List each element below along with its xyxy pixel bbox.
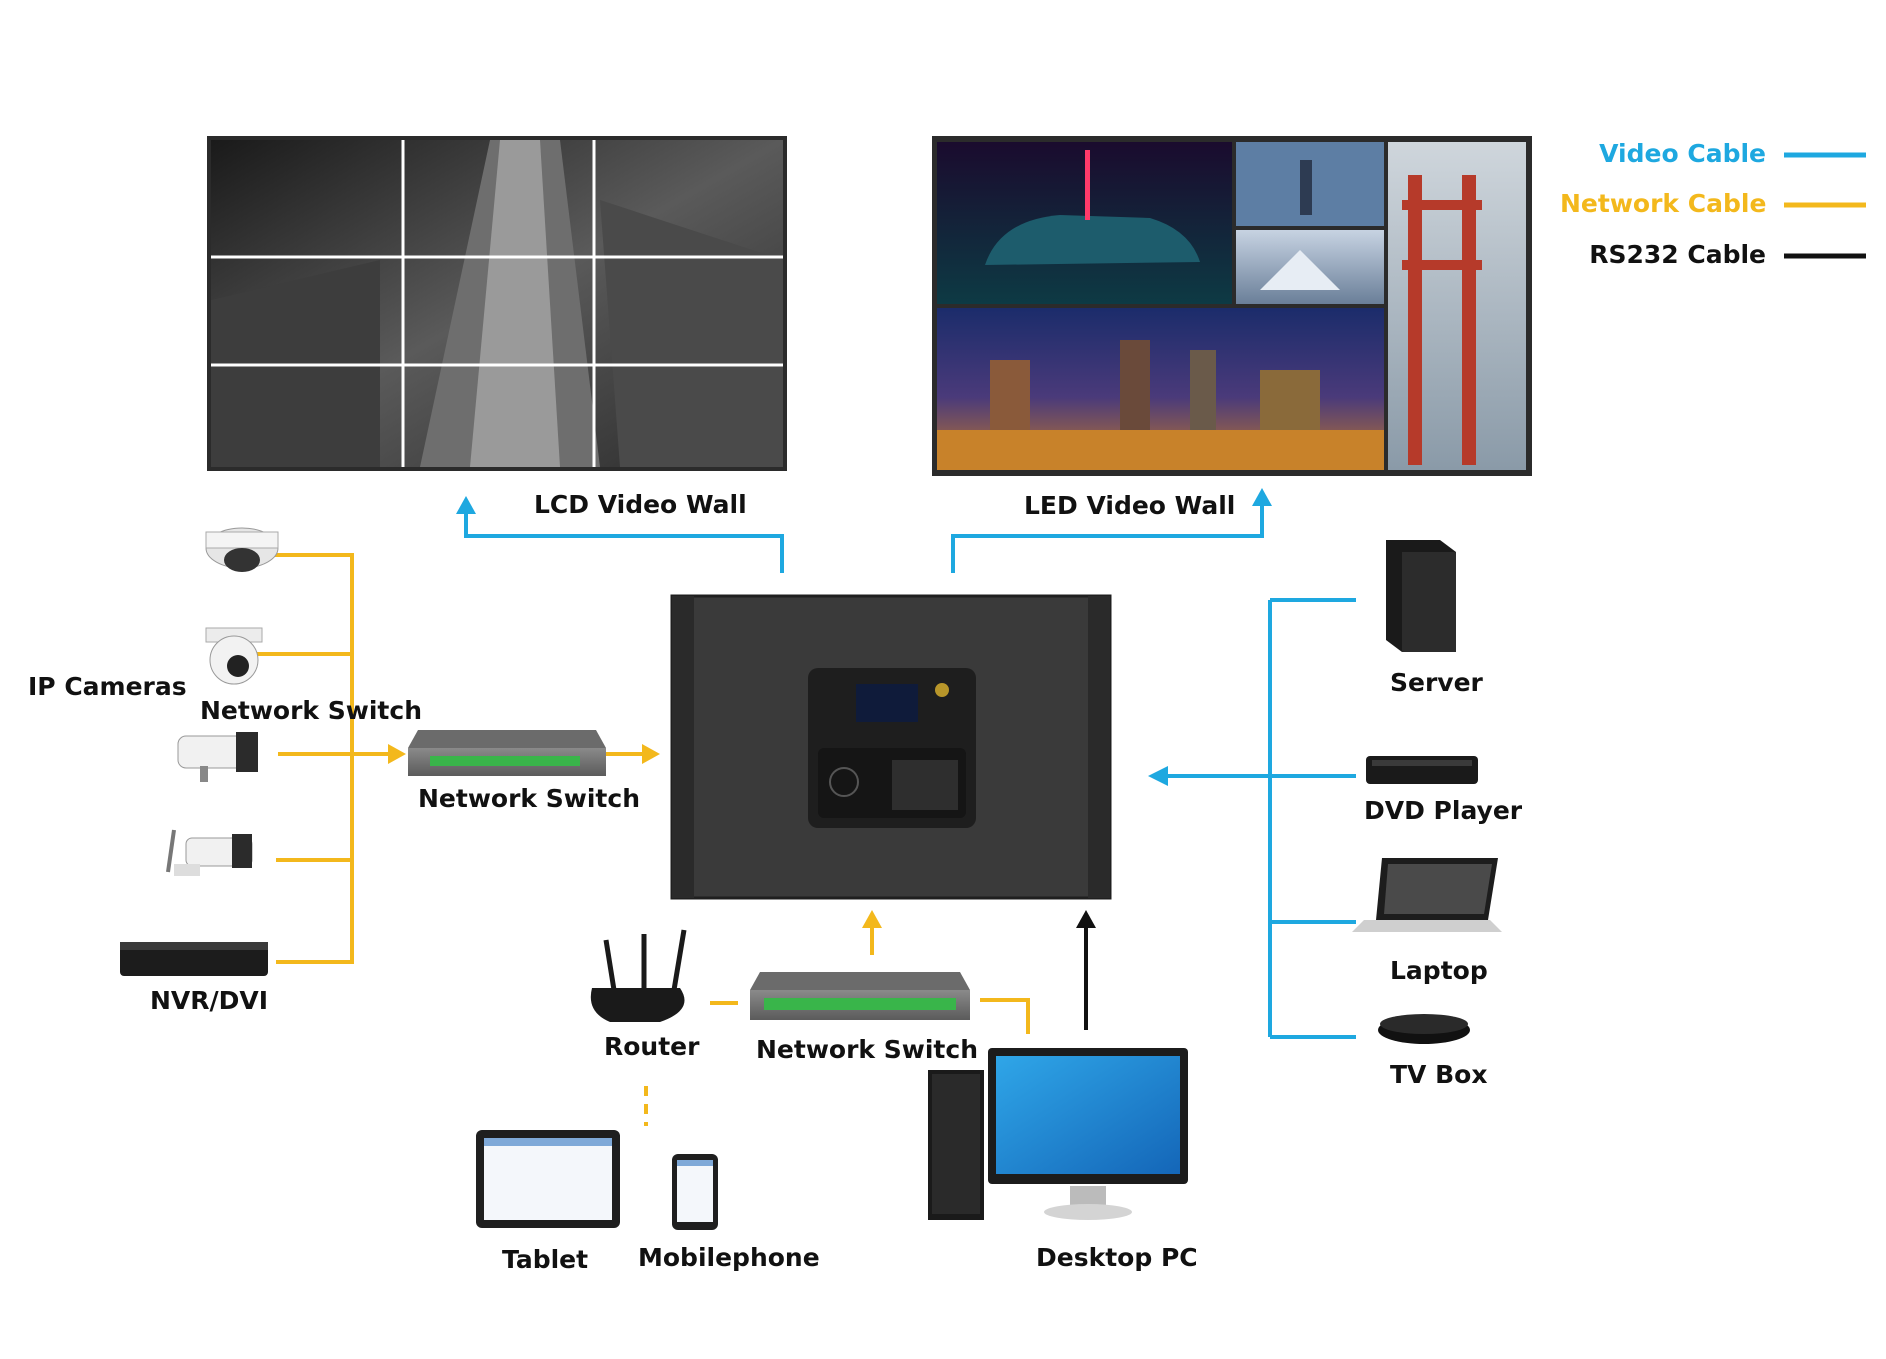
- legend-network-label: Network Cable: [1560, 189, 1767, 218]
- tv-box-label: TV Box: [1390, 1060, 1488, 1089]
- led-video-wall: [932, 136, 1532, 476]
- network-switch-top-label: Network Switch: [200, 696, 422, 725]
- tv-box-icon: [1378, 1014, 1470, 1044]
- dvd-player-icon: [1366, 756, 1478, 784]
- network-cables: [254, 553, 1030, 1126]
- led-video-wall-label: LED Video Wall: [1024, 491, 1236, 520]
- network-switch-bottom-label: Network Switch: [756, 1035, 978, 1064]
- server-icon: [1386, 540, 1456, 652]
- video-wall-controller-icon: [670, 594, 1112, 900]
- laptop-label: Laptop: [1390, 956, 1488, 985]
- legend-video-label: Video Cable: [1599, 139, 1766, 168]
- ip-cameras-label: IP Cameras: [28, 672, 187, 701]
- network-switch-icon-bottom: [750, 972, 970, 1020]
- rs232-cables: [1076, 910, 1096, 1030]
- router-icon: [590, 929, 687, 1022]
- mobilephone-label: Mobilephone: [638, 1243, 820, 1272]
- lcd-video-wall-label: LCD Video Wall: [534, 490, 747, 519]
- tablet-icon: [476, 1130, 620, 1228]
- nvr-icon: [120, 942, 268, 976]
- desktop-pc-icon: [928, 1048, 1188, 1220]
- server-label: Server: [1390, 668, 1483, 697]
- router-label: Router: [604, 1032, 700, 1061]
- network-switch-icon-left: [408, 730, 606, 776]
- laptop-icon: [1352, 858, 1502, 932]
- legend: [1784, 152, 1866, 259]
- network-arrowheads: [388, 744, 882, 928]
- tablet-label: Tablet: [502, 1245, 589, 1274]
- mobilephone-icon: [672, 1154, 718, 1230]
- nvr-label: NVR/DVI: [150, 986, 269, 1015]
- legend-rs232-label: RS232 Cable: [1589, 240, 1766, 269]
- dvd-player-label: DVD Player: [1364, 796, 1523, 825]
- bullet-camera-icon: [177, 732, 258, 782]
- video-arrowheads: [456, 488, 1272, 786]
- turret-camera-icon: [205, 627, 263, 685]
- lcd-video-wall: [207, 136, 787, 471]
- wifi-camera-icon: [166, 829, 253, 876]
- desktop-pc-label: Desktop PC: [1036, 1243, 1198, 1272]
- dome-camera-icon: [205, 527, 279, 572]
- video-cables: [464, 500, 1356, 1039]
- network-switch-left-label: Network Switch: [418, 784, 640, 813]
